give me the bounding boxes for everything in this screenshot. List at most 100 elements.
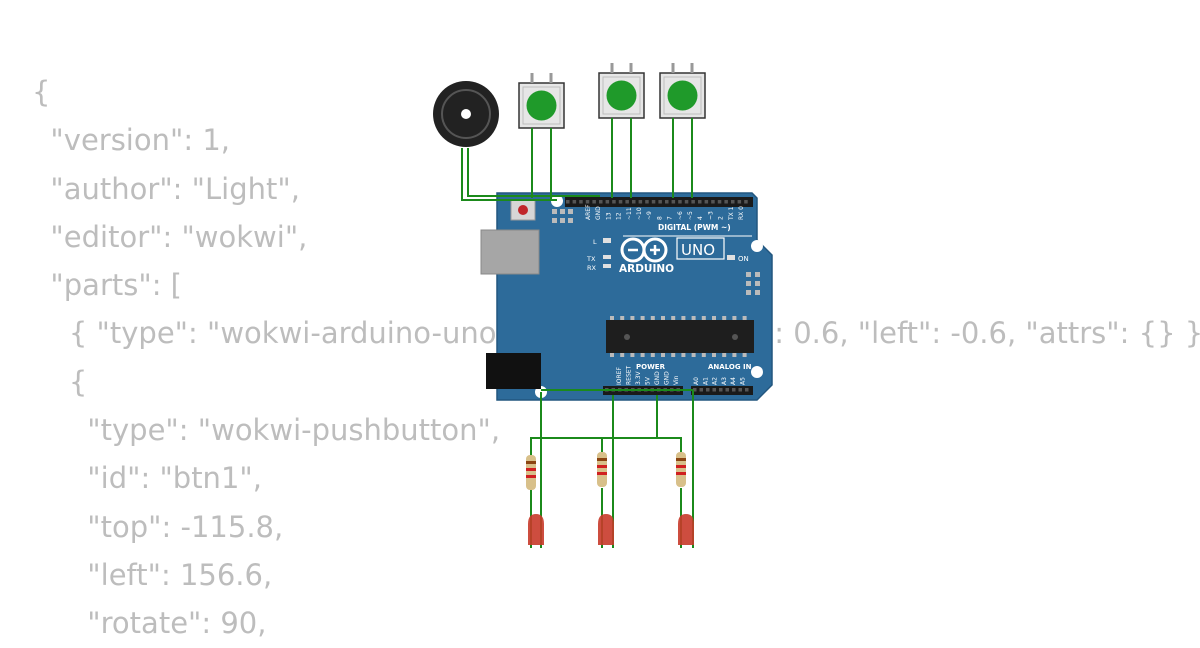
power-label: POWER: [636, 363, 666, 371]
tx-led: [603, 255, 611, 259]
header-hole: [572, 200, 577, 204]
led-body: [678, 514, 694, 545]
resistor-3[interactable]: [676, 452, 686, 487]
led-1[interactable]: [528, 514, 544, 545]
digital-pin-label: 7: [667, 216, 674, 220]
resistor-body: [676, 452, 686, 487]
digital-pin-label: ~5: [687, 211, 694, 220]
digital-pin-label: 2: [718, 216, 725, 220]
header-hole: [711, 200, 715, 204]
header-hole: [579, 200, 583, 204]
header-hole: [678, 200, 682, 204]
on-led: [727, 255, 735, 260]
buzzer-ring: [441, 89, 491, 139]
bottom-pin-label: A0: [693, 377, 700, 385]
reset-button-cap: [518, 205, 528, 215]
arduino-logo: [620, 237, 668, 263]
brand-text: ARDUINO: [619, 263, 674, 275]
header-hole: [699, 388, 703, 392]
pushbutton-3[interactable]: [659, 63, 706, 119]
bottom-pin-label: GND: [664, 371, 671, 385]
bottom-pin-label: A5: [740, 377, 747, 385]
bottom-pin-label: A4: [730, 377, 737, 385]
led-body: [528, 514, 544, 545]
rx-led: [603, 264, 611, 268]
code-line: "left": 156.6,: [32, 557, 273, 592]
header-hole: [732, 388, 736, 392]
header-hole: [737, 200, 742, 204]
bottom-pin-label: IOREF: [616, 367, 623, 385]
usb-port: [480, 229, 540, 275]
header-hole: [638, 200, 643, 204]
digital-pin-label: TX 1: [728, 206, 735, 221]
header-hole: [719, 388, 723, 392]
code-line: "editor": "wokwi",: [32, 219, 308, 254]
analog-label: ANALOG IN: [708, 363, 752, 371]
header-hole: [684, 200, 689, 204]
led-2[interactable]: [598, 514, 614, 545]
l-led: [603, 238, 611, 243]
resistor-1[interactable]: [526, 455, 536, 490]
header-hole: [712, 388, 716, 392]
digital-label: DIGITAL (PWM ~): [658, 223, 731, 232]
wire: [530, 395, 658, 460]
header-hole: [599, 200, 603, 204]
pushbutton-1[interactable]: [518, 73, 565, 129]
digital-pin-label: ~3: [707, 211, 714, 220]
bottom-pin-label: 5V: [645, 376, 652, 385]
digital-pin-label: AREF: [585, 204, 592, 220]
digital-pin-label: ~10: [636, 207, 643, 220]
bottom-pin-label: 3.3V: [635, 370, 642, 385]
buzzer[interactable]: [433, 81, 499, 147]
bottom-pin-label: A2: [712, 377, 719, 385]
code-line: "version": 1,: [32, 123, 230, 158]
code-line: "top": -115.8,: [32, 509, 284, 544]
power-jack: [486, 353, 541, 389]
resistor-2[interactable]: [597, 452, 607, 487]
digital-pin-label: RX 0: [738, 206, 745, 220]
bottom-pin-label: A1: [702, 377, 709, 385]
pushbutton-cap: [526, 90, 557, 121]
header-hole: [693, 388, 697, 392]
header-hole: [658, 200, 662, 204]
header-hole: [724, 200, 728, 204]
digital-pin-label: 13: [605, 212, 612, 220]
header-hole: [618, 200, 623, 204]
model-text: UNO: [681, 241, 715, 259]
header-hole: [612, 200, 616, 204]
l-label: L: [593, 238, 597, 246]
header-hole: [665, 200, 669, 204]
header-hole: [691, 200, 695, 204]
header-hole: [731, 200, 735, 204]
wire: [461, 148, 557, 201]
pushbutton-cap: [667, 80, 698, 111]
digital-pin-label: 8: [656, 216, 663, 220]
digital-pin-label: 12: [616, 212, 623, 220]
icsp-header: [746, 272, 760, 295]
pushbutton-2[interactable]: [598, 63, 645, 119]
rx-label: RX: [587, 264, 597, 272]
code-line: "parts": [: [32, 268, 182, 303]
digital-pin-label: ~11: [626, 207, 633, 220]
bottom-pin-label: A3: [721, 377, 728, 385]
digital-pin-label: ~6: [677, 211, 684, 220]
header-hole: [645, 200, 649, 204]
header-hole: [706, 388, 710, 392]
buzzer-hole: [461, 109, 471, 119]
header-hole: [592, 200, 596, 204]
bottom-pin-label: RESET: [626, 365, 633, 385]
led-3[interactable]: [678, 514, 694, 545]
wire: [467, 148, 600, 197]
resistor-body: [597, 452, 607, 487]
pushbutton-cap: [606, 80, 637, 111]
header-hole: [671, 200, 676, 204]
tx-label: TX: [586, 255, 596, 263]
header-hole: [632, 200, 636, 204]
digital-pin-label: GND: [595, 206, 602, 220]
header-hole: [738, 388, 742, 392]
header-hole: [605, 200, 610, 204]
